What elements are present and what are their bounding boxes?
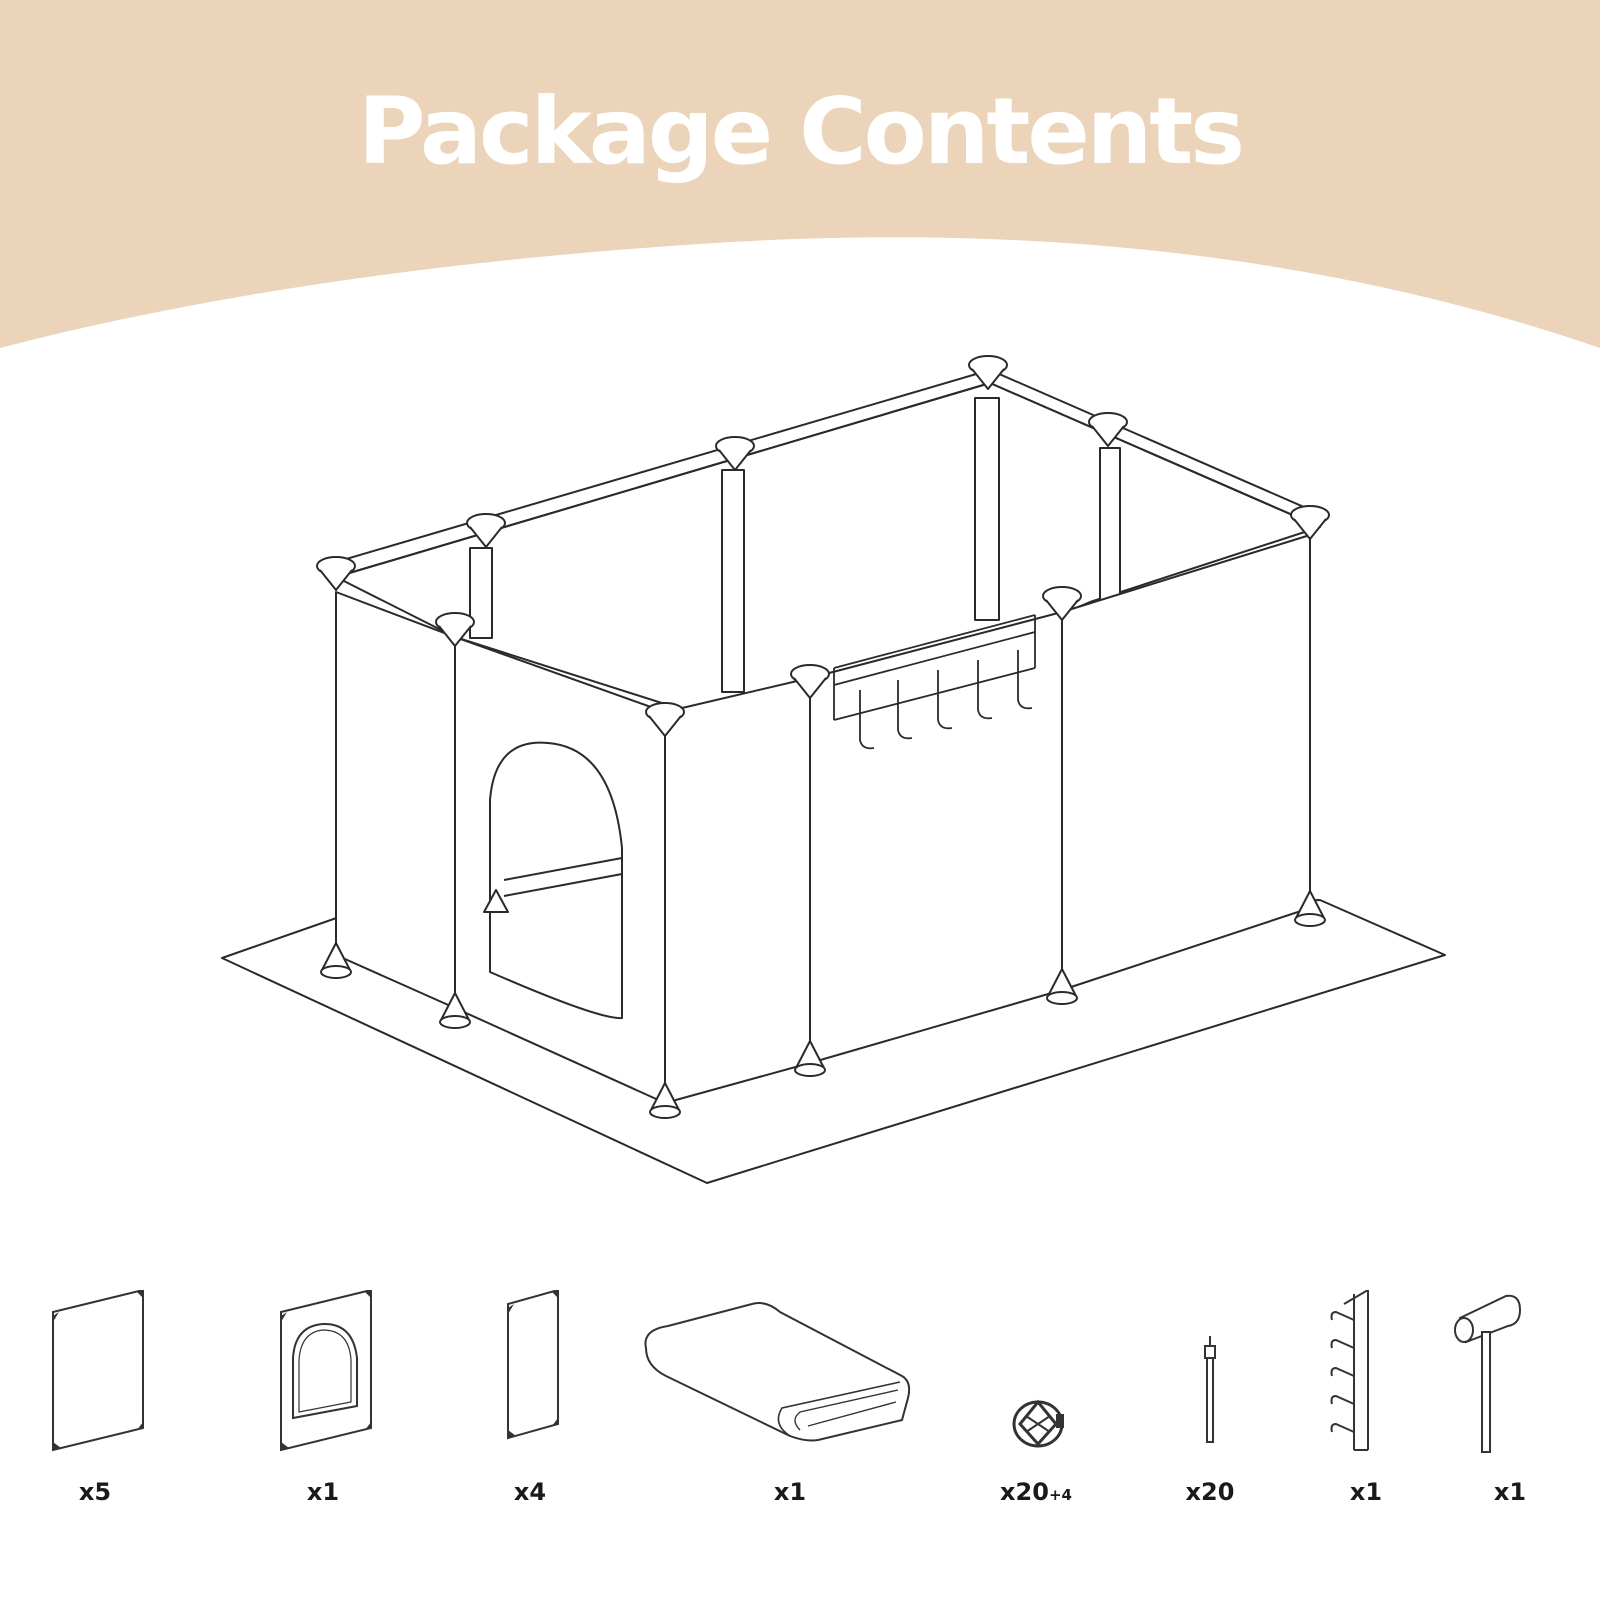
- content-item-solid-panel: x5: [5, 1290, 185, 1540]
- content-item-cable-tie: x20: [1120, 1290, 1300, 1540]
- cable-tie-icon: [1204, 1336, 1216, 1443]
- qty-label: x5: [78, 1478, 112, 1506]
- qty-label: x20+4: [1000, 1478, 1072, 1506]
- header-band: [0, 0, 1600, 348]
- mallet-icon: [1454, 1294, 1522, 1453]
- page-title: Package Contents: [358, 78, 1245, 185]
- mounted-hook-rack: [833, 614, 1036, 750]
- qty-label: x4: [513, 1478, 547, 1506]
- connector-icon: [1012, 1399, 1064, 1448]
- hook-rack-icon: [1330, 1290, 1369, 1451]
- left-panel: [335, 591, 456, 1009]
- top-connectors: [316, 355, 1330, 737]
- door-panel-icon: [280, 1290, 372, 1452]
- qty-label: x20: [1185, 1478, 1235, 1506]
- qty-label: x1: [306, 1478, 340, 1506]
- qty-label: x1: [1493, 1478, 1527, 1506]
- content-item-floor-mat: x1: [640, 1290, 940, 1540]
- solid-panel-icon: [52, 1290, 144, 1452]
- front-panel-1: [664, 677, 811, 1104]
- content-item-door-panel: x1: [233, 1290, 413, 1540]
- bottom-connectors: [320, 889, 1326, 1119]
- floor-mat-icon: [644, 1302, 911, 1442]
- content-item-hook-rack: x1: [1276, 1290, 1456, 1540]
- content-item-narrow-panel: x4: [440, 1290, 620, 1540]
- front-panel-2: [809, 611, 1063, 1064]
- narrow-panel-icon: [507, 1290, 559, 1440]
- qty-label: x1: [1349, 1478, 1383, 1506]
- qty-label: x1: [773, 1478, 807, 1506]
- assembled-playpen-illustration: [221, 355, 1446, 1184]
- content-item-mallet: x1: [1420, 1290, 1600, 1540]
- content-item-connector: x20+4: [946, 1290, 1126, 1540]
